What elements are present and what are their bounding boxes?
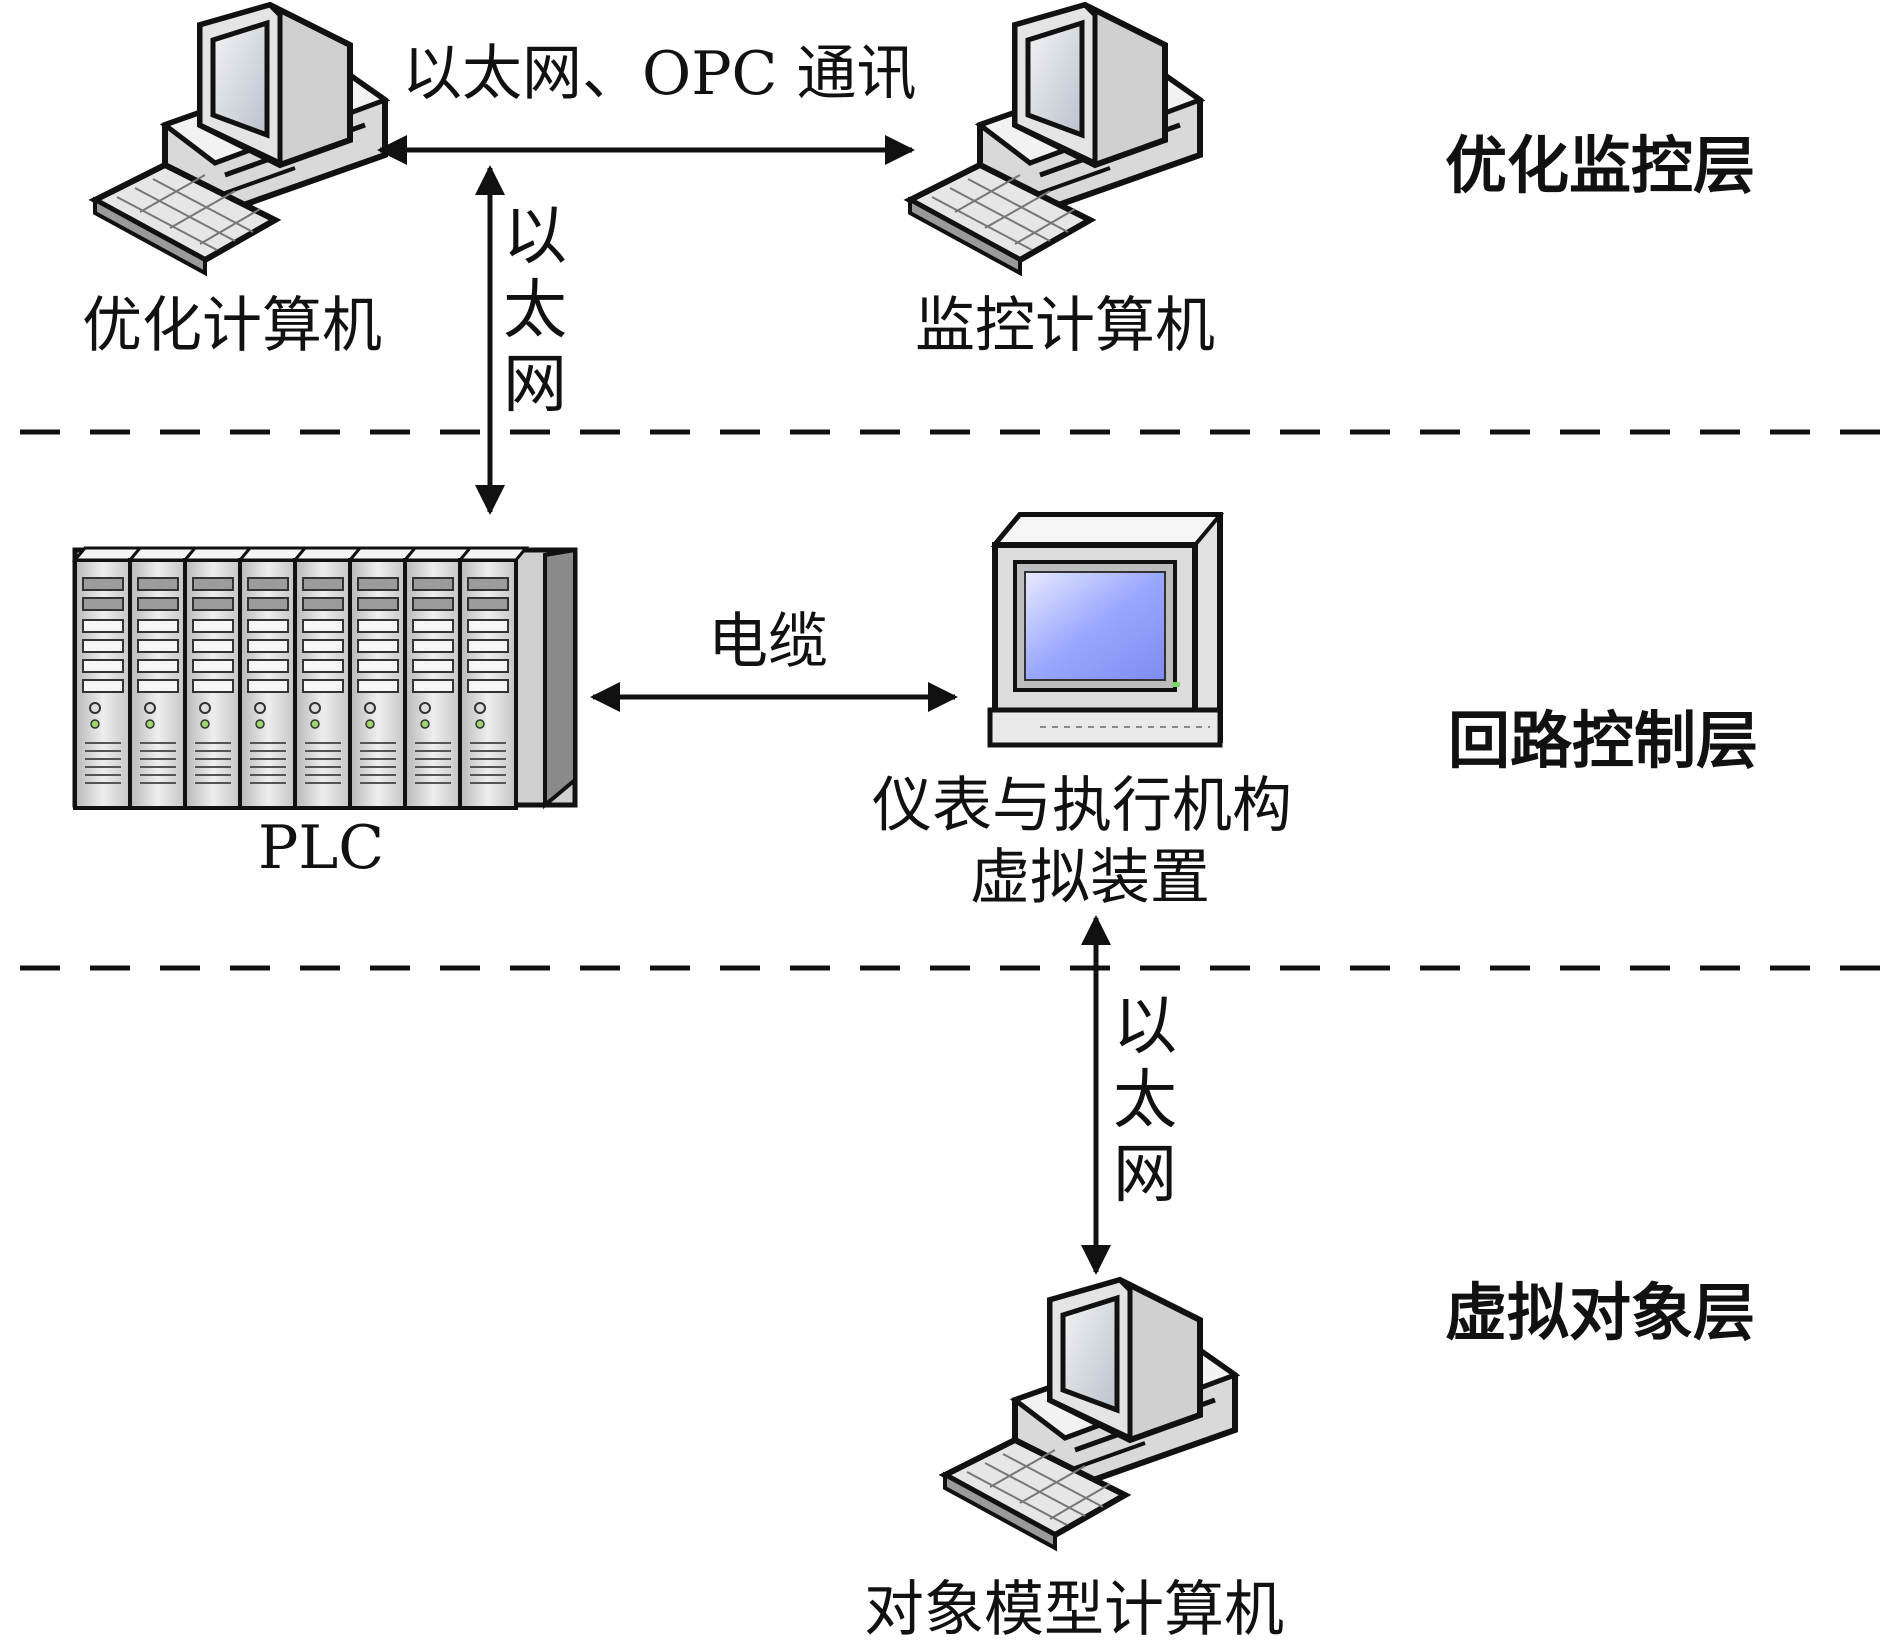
link-label-left-vertical: 以太网 (503, 200, 567, 422)
link-label-middle-horizontal: 电缆 (708, 607, 828, 677)
link-label-top-horizontal: 以太网、OPC 通讯 (402, 39, 917, 109)
object-model-computer-label: 对象模型计算机 (864, 1575, 1284, 1645)
optimization-computer-label: 优化计算机 (82, 291, 382, 361)
plc-label: PLC (258, 813, 385, 883)
object-model-computer-icon (945, 1280, 1235, 1548)
optimization-computer-icon (95, 5, 385, 273)
layer-label-top: 优化监控层 (1445, 129, 1756, 202)
layer-label-bottom: 虚拟对象层 (1445, 1276, 1756, 1349)
monitoring-computer-label: 监控计算机 (915, 291, 1215, 361)
link-label-right-vertical: 以太网 (1113, 990, 1177, 1212)
plc-rack-icon (72, 546, 578, 810)
instrument-label-line1: 仪表与执行机构 (872, 771, 1292, 841)
layer-label-middle: 回路控制层 (1448, 704, 1759, 777)
instrument-monitor-icon (987, 512, 1225, 748)
instrument-label-line2: 虚拟装置 (970, 843, 1210, 913)
monitoring-computer-icon (910, 5, 1200, 273)
